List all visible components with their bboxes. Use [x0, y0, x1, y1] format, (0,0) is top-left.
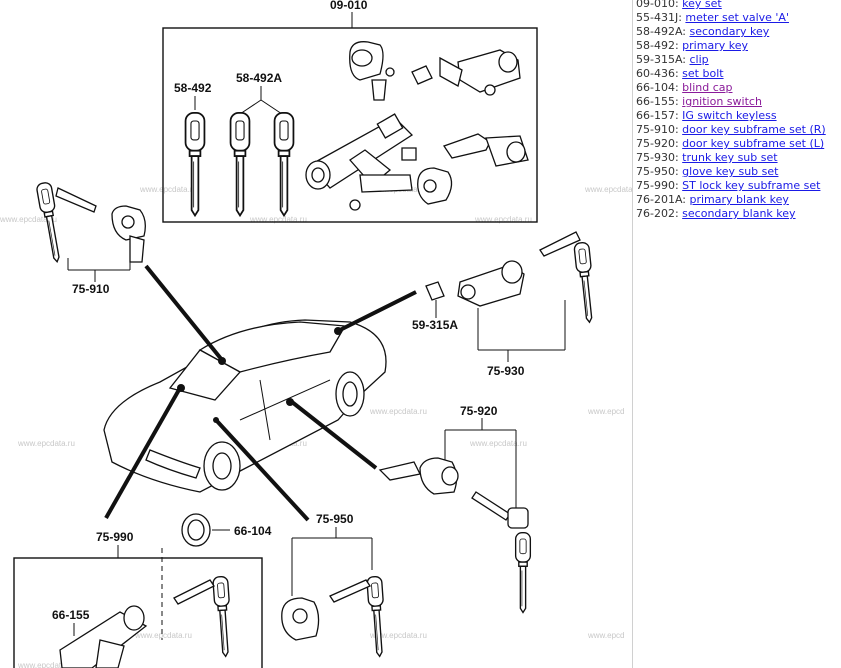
part-code: 58-492:: [636, 39, 679, 52]
secondary-key: [273, 112, 295, 217]
watermark: www.epcdata.ru: [0, 215, 57, 224]
part-code: 75-990:: [636, 179, 679, 192]
watermark: www.epcdata.ru: [369, 407, 427, 416]
legend-item: 75-920: door key subframe set (L): [636, 137, 841, 151]
part-link[interactable]: meter set valve 'A': [685, 11, 789, 24]
trunk-lock-cylinder: [442, 133, 529, 167]
legend-item: 66-157: IG switch keyless: [636, 109, 841, 123]
part-link[interactable]: trunk key sub set: [682, 151, 778, 164]
legend-item: 59-315A: clip: [636, 53, 841, 67]
door-key-subframe-r-group: 75-910: [35, 181, 146, 296]
callout-75-910: 75-910: [72, 282, 110, 296]
part-code: 60-436:: [636, 67, 679, 80]
part-code: 58-492A:: [636, 25, 686, 38]
part-code: 76-202:: [636, 207, 679, 220]
part-link[interactable]: glove key sub set: [682, 165, 779, 178]
watermark: www.epcdata.ru: [134, 631, 192, 640]
part-code: 76-201A:: [636, 193, 686, 206]
watermark: www.epcdata.ru: [469, 439, 527, 448]
legend-item: 55-431J: meter set valve 'A': [636, 11, 841, 25]
watermark: www.epcdata.ru: [584, 185, 632, 194]
part-link[interactable]: ignition switch: [682, 95, 762, 108]
watermark-partial: www.epcd: [587, 631, 624, 640]
callout-58-492a: 58-492A: [236, 71, 282, 85]
callout-66-155: 66-155: [52, 608, 90, 622]
legend-item: 76-202: secondary blank key: [636, 207, 841, 221]
blind-cap-group: 66-104: [181, 513, 272, 547]
legend-item: 76-201A: primary blank key: [636, 193, 841, 207]
part-code: 09-010:: [636, 0, 679, 10]
legend-item: 60-436: set bolt: [636, 67, 841, 81]
panel-divider: [632, 0, 633, 668]
legend-item: 75-990: ST lock key subframe set: [636, 179, 841, 193]
part-link[interactable]: secondary key: [689, 25, 770, 38]
legend-item: 75-910: door key subframe set (R): [636, 123, 841, 137]
callout-59-315a: 59-315A: [412, 318, 458, 332]
part-link[interactable]: key set: [682, 0, 722, 10]
part-link[interactable]: blind cap: [682, 81, 733, 94]
part-code: 66-155:: [636, 95, 679, 108]
lock-cylinder: [349, 41, 395, 101]
parts-diagram: www.epcdata.ru www.epcdata.ru www.epcdat…: [0, 0, 632, 668]
part-code: 59-315A:: [636, 53, 686, 66]
part-code: 66-104:: [636, 81, 679, 94]
part-link[interactable]: set bolt: [682, 67, 724, 80]
callout-58-492: 58-492: [174, 81, 212, 95]
callout-66-104: 66-104: [234, 524, 272, 538]
part-link[interactable]: door key subframe set (R): [682, 123, 826, 136]
st-lock-key-subframe-group: 75-990 66-155: [13, 530, 263, 668]
callout-75-990: 75-990: [96, 530, 134, 544]
part-link[interactable]: IG switch keyless: [682, 109, 777, 122]
callout-75-950: 75-950: [316, 512, 354, 526]
key-set-group: 09-010 58-492 58-492A: [162, 0, 538, 223]
car-body: [103, 319, 387, 493]
legend-item: 66-104: blind cap: [636, 81, 841, 95]
legend-item: 75-930: trunk key sub set: [636, 151, 841, 165]
trunk-key-sub-set-group: 59-315A 75-930: [412, 231, 598, 378]
watermark: www.epcdata.ru: [474, 215, 532, 224]
part-code: 75-930:: [636, 151, 679, 164]
watermark: www.epcdata.ru: [139, 185, 197, 194]
key-set-frame: [162, 27, 538, 223]
part-code: 75-920:: [636, 137, 679, 150]
part-link[interactable]: secondary blank key: [682, 207, 796, 220]
part-link[interactable]: ST lock key subframe set: [682, 179, 821, 192]
part-link[interactable]: door key subframe set (L): [682, 137, 825, 150]
watermark: www.epcdata.ru: [17, 661, 75, 668]
part-link[interactable]: primary key: [682, 39, 748, 52]
callout-09-010: 09-010: [330, 0, 368, 12]
watermark: www.epcdata.ru: [249, 215, 307, 224]
glove-key-sub-set-group: 75-950: [281, 512, 388, 658]
door-lock-cylinder: [411, 49, 521, 96]
part-code: 66-157:: [636, 109, 679, 122]
watermark-partial: www.epcd: [587, 407, 624, 416]
door-key-subframe-l-group: 75-920: [378, 404, 532, 614]
callout-75-930: 75-930: [487, 364, 525, 378]
callout-75-920: 75-920: [460, 404, 498, 418]
leader-lines: [104, 264, 417, 522]
part-code: 75-950:: [636, 165, 679, 178]
watermark: www.epcdata.ru: [369, 631, 427, 640]
legend-item: 58-492: primary key: [636, 39, 841, 53]
primary-key: [184, 112, 206, 217]
legend-item: 66-155: ignition switch: [636, 95, 841, 109]
ignition-lock-assembly: [305, 113, 417, 211]
st-lock-frame: [13, 557, 263, 668]
part-code: 55-431J:: [636, 11, 682, 24]
steering-lock-cylinder: [417, 167, 453, 205]
part-link[interactable]: clip: [689, 53, 709, 66]
part-code: 75-910:: [636, 123, 679, 136]
legend-item: 58-492A: secondary key: [636, 25, 841, 39]
legend-item: 75-950: glove key sub set: [636, 165, 841, 179]
secondary-key: [229, 112, 251, 217]
watermark: www.epcdata.ru: [17, 439, 75, 448]
legend-item: 09-010: key set: [636, 0, 841, 11]
part-link[interactable]: primary blank key: [689, 193, 789, 206]
